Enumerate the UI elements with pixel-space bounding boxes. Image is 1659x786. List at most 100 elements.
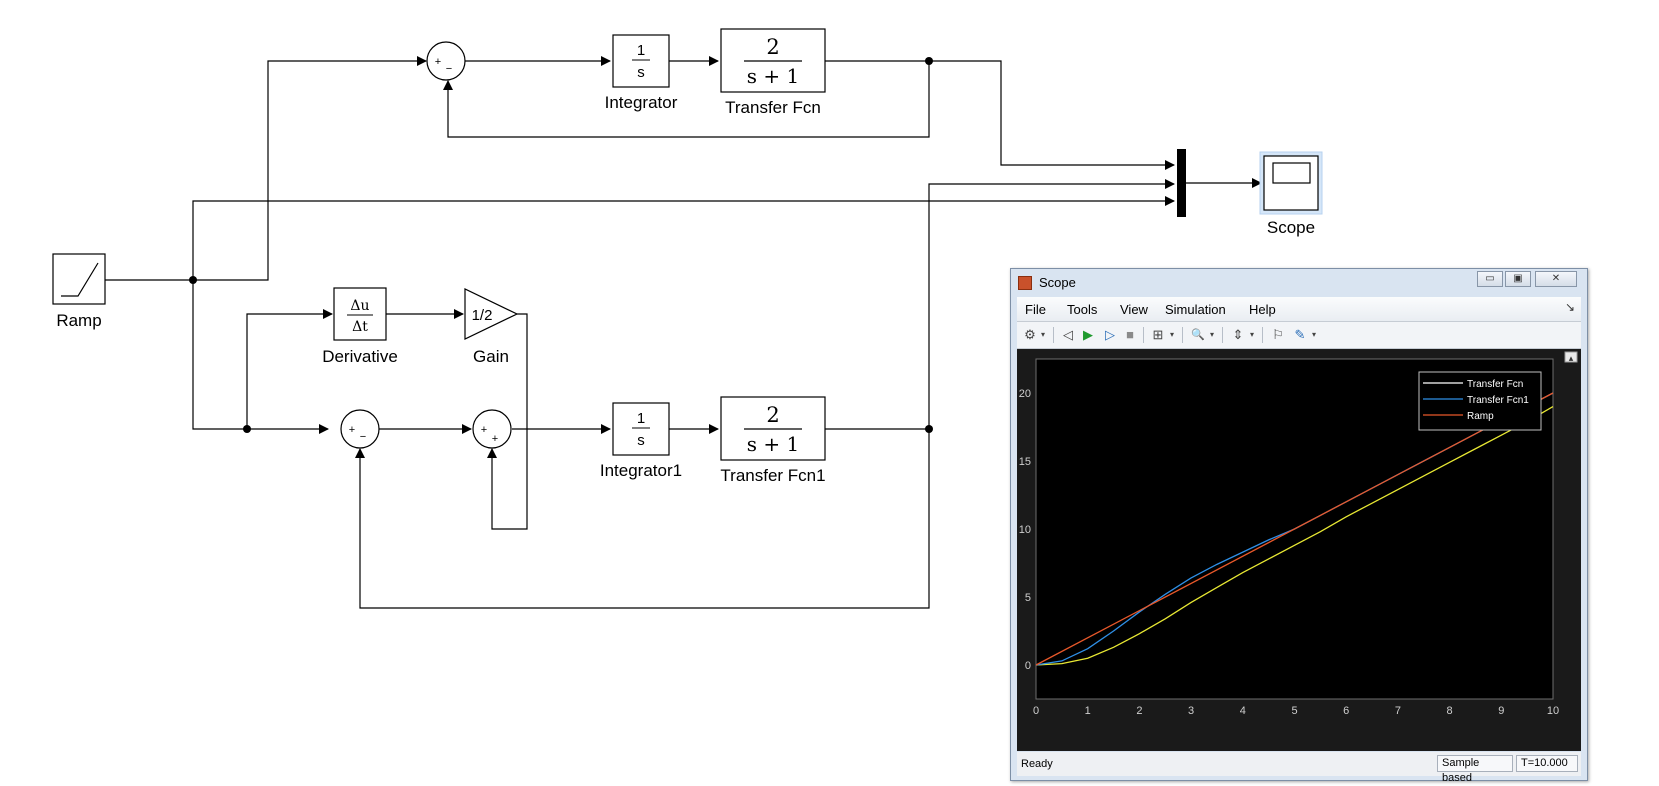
line-top-feedback[interactable] (443, 61, 930, 138)
run-icon[interactable]: ▶ (1083, 327, 1093, 342)
sample-mode-indicator: Sample based (1437, 755, 1513, 784)
scope-window-title: Scope (1039, 275, 1076, 290)
line-gain-out[interactable] (487, 313, 528, 530)
close-button[interactable]: ✕ (1535, 271, 1577, 287)
line-ramp-to-lower[interactable] (192, 280, 329, 434)
scope-block[interactable]: Scope (1259, 151, 1323, 237)
mux-block[interactable] (1177, 149, 1186, 217)
legend-entry: Transfer Fcn1 (1467, 395, 1529, 406)
sum-minus-sign: − (360, 431, 366, 443)
x-tick-label: 7 (1395, 705, 1401, 717)
scope-window: Scope ▭ ▣ ✕ File Tools View Simulation H… (1010, 268, 1588, 784)
y-tick-label: 20 (1019, 388, 1031, 400)
chevron-down-icon[interactable]: ▾ (1312, 330, 1317, 339)
x-tick-label: 6 (1343, 705, 1349, 717)
branch-dot (925, 425, 933, 433)
toolbar-separator (1222, 327, 1223, 343)
y-tick-label: 5 (1025, 592, 1031, 604)
line-tf1-to-mux[interactable] (928, 179, 1175, 429)
scope-menu-bar: File Tools View Simulation Help ↘ (1017, 297, 1581, 322)
x-tick-label: 9 (1498, 705, 1504, 717)
menu-help[interactable]: Help (1249, 302, 1276, 317)
restore-icon: ▣ (1513, 273, 1523, 284)
transfer-fcn-label: Transfer Fcn (725, 98, 821, 117)
toolbar-separator (1143, 327, 1144, 343)
legend-entry: Ramp (1467, 411, 1494, 422)
transfer-fcn-denominator: s + 1 (747, 64, 799, 88)
stop-icon[interactable]: ■ (1126, 327, 1134, 342)
x-tick-label: 4 (1240, 705, 1246, 717)
transfer-fcn1-label: Transfer Fcn1 (720, 466, 825, 485)
integrator-label: Integrator (605, 93, 678, 112)
scale-axes-icon[interactable]: ⇕ (1232, 327, 1244, 342)
branch-dot (925, 57, 933, 65)
line-to-top-sum[interactable] (193, 56, 427, 281)
transfer-fcn-numerator: 2 (766, 35, 779, 59)
integrator1-denominator: s (637, 432, 645, 449)
chevron-down-icon[interactable]: ▾ (1250, 330, 1255, 339)
gear-icon[interactable]: ⚙ (1024, 327, 1036, 342)
undock-icon[interactable]: ↘ (1564, 300, 1575, 314)
step-forward-icon[interactable]: ▷ (1105, 327, 1115, 342)
chevron-down-icon[interactable]: ▾ (1041, 330, 1046, 339)
step-back-icon[interactable]: ◁ (1063, 327, 1073, 342)
menu-view[interactable]: View (1120, 302, 1148, 317)
lower-sum1-block[interactable]: + − (340, 409, 380, 449)
x-tick-label: 0 (1033, 705, 1039, 717)
line-lower-feedback[interactable] (355, 429, 930, 609)
chevron-down-icon[interactable]: ▾ (1170, 330, 1175, 339)
integrator-numerator: 1 (637, 42, 645, 59)
highlight-icon[interactable]: ⊞ (1152, 327, 1164, 342)
sum-plus-sign: + (435, 56, 441, 68)
minimize-button[interactable]: ▭ (1477, 271, 1503, 287)
matlab-icon (1018, 276, 1032, 290)
x-tick-label: 3 (1188, 705, 1194, 717)
zoom-icon[interactable]: 🔍 (1191, 329, 1205, 341)
collapse-icon: ▴ (1569, 353, 1574, 363)
top-sum-block[interactable]: + − (426, 41, 466, 81)
simulation-time-indicator: T=10.000 (1516, 755, 1578, 772)
integrator1-block[interactable]: 1 s Integrator1 (600, 402, 682, 480)
gain-value: 1/2 (472, 307, 493, 324)
line-to-derivative[interactable] (246, 309, 333, 429)
line-tf-to-mux[interactable] (825, 60, 1175, 170)
signal-statistics-icon[interactable]: ✎ (1294, 327, 1306, 342)
x-tick-label: 1 (1085, 705, 1091, 717)
series-lines (1035, 392, 1554, 666)
branch-dot (189, 276, 197, 284)
x-tick-label: 10 (1547, 705, 1559, 717)
lower-sum2-block[interactable]: + + (472, 409, 512, 449)
series-line-0 (1035, 406, 1554, 666)
gain-block[interactable]: 1/2 Gain (464, 288, 519, 366)
y-tick-label: 10 (1019, 524, 1031, 536)
collapse-button[interactable] (1564, 351, 1578, 363)
transfer-fcn-block[interactable]: 2 s + 1 Transfer Fcn (720, 28, 826, 117)
ramp-block[interactable]: Ramp (52, 253, 106, 330)
scope-title-bar[interactable]: Scope ▭ ▣ ✕ (1011, 269, 1587, 297)
scope-screen-icon (1272, 162, 1311, 184)
menu-tools[interactable]: Tools (1067, 302, 1098, 317)
integrator-block[interactable]: 1 s Integrator (605, 34, 678, 112)
ramp-label: Ramp (56, 311, 101, 330)
derivative-block[interactable]: Δu Δt Derivative (322, 287, 398, 366)
sum-minus-sign: − (446, 63, 452, 75)
x-tick-label: 8 (1447, 705, 1453, 717)
status-text: Ready (1021, 758, 1053, 770)
transfer-fcn1-block[interactable]: 2 s + 1 Transfer Fcn1 (720, 396, 826, 485)
restore-button[interactable]: ▣ (1505, 271, 1531, 287)
menu-simulation[interactable]: Simulation (1165, 302, 1226, 317)
derivative-numerator: Δu (350, 298, 369, 314)
gain-label: Gain (473, 347, 509, 366)
integrator1-numerator: 1 (637, 410, 645, 427)
sum-plus-sign: + (492, 433, 498, 445)
menu-file[interactable]: File (1025, 302, 1046, 317)
cursor-measure-icon[interactable]: ⚐ (1272, 327, 1284, 342)
legend-box (1418, 371, 1542, 431)
transfer-fcn1-numerator: 2 (766, 403, 779, 427)
chevron-down-icon[interactable]: ▾ (1210, 330, 1215, 339)
line-ramp-to-mux[interactable] (192, 196, 1175, 280)
